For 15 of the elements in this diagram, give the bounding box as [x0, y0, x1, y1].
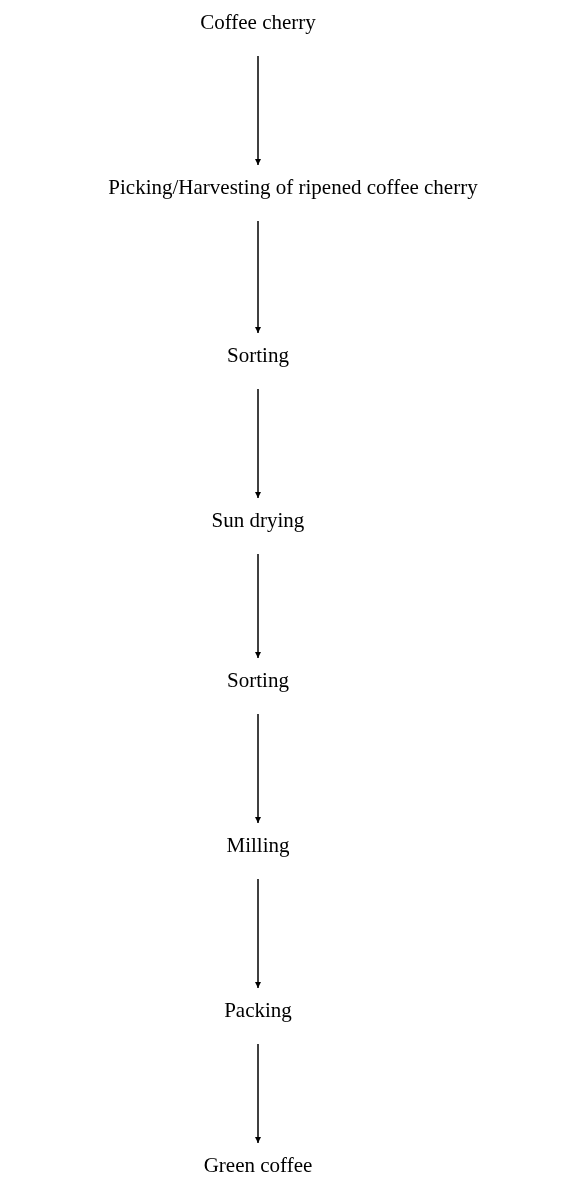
- arrow: [255, 388, 261, 499]
- arrow: [255, 55, 261, 166]
- arrow: [255, 1043, 261, 1144]
- arrow: [255, 220, 261, 334]
- process-step-text: Sorting: [227, 658, 289, 714]
- process-step-text: Green coffee: [203, 1143, 313, 1185]
- process-step-text: Sorting: [227, 333, 289, 389]
- process-step-text: Packing: [224, 988, 292, 1044]
- process-step-text: Picking/Harvesting of ripened coffee cherry: [108, 165, 478, 221]
- process-step-text: Coffee cherry: [200, 0, 316, 56]
- arrow: [255, 713, 261, 824]
- process-step-text: Sun drying: [211, 498, 305, 554]
- arrow: [255, 553, 261, 659]
- arrow: [255, 878, 261, 989]
- process-step-text: Milling: [226, 823, 290, 879]
